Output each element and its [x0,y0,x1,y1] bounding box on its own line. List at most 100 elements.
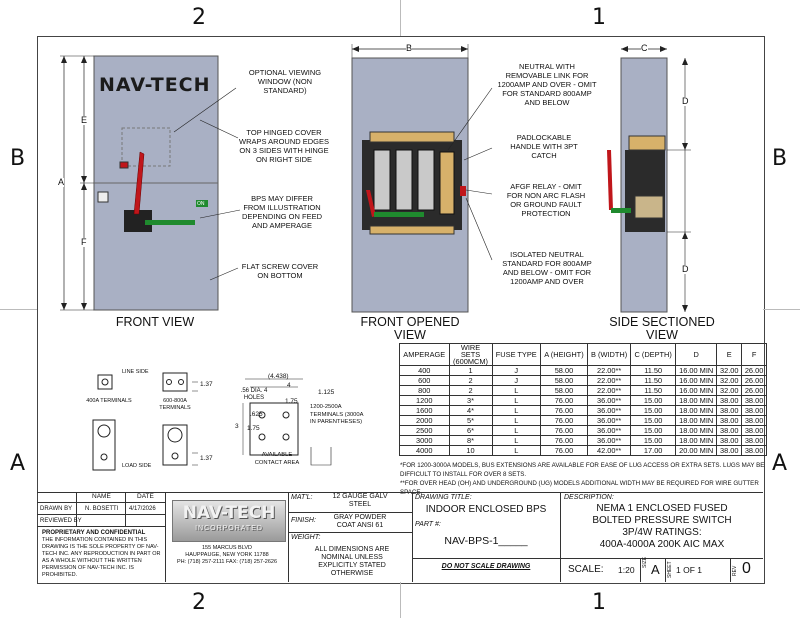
contact-terminals-note: 1200-2500A TERMINALS (3000A IN PARENTHES… [310,404,364,425]
col-d: D [675,343,718,366]
table-cell: 32.00 [716,365,743,376]
col-width: B (WIDTH) [586,343,632,366]
table-cell: 38.00 [741,425,767,436]
tb-divider-2 [288,492,289,582]
tb-size: A [651,562,660,577]
table-cell: 18.00 MIN [675,395,718,406]
zone-label-left-a: A [10,451,26,476]
tb-rev-label: REV [732,565,738,576]
dim-label-a: A [58,177,65,187]
terminal-details-drawing [92,372,332,471]
tb-part-number: NAV-BPS-1_____ [444,535,528,547]
callout-viewing-window: OPTIONAL VIEWING WINDOW (NON STANDARD) [248,68,322,95]
table-cell: 18.00 MIN [675,435,718,446]
col-height: A (HEIGHT) [540,343,588,366]
tb-sheet-label: SHEET [667,561,673,578]
push-button [97,191,109,203]
fuse-2 [395,149,413,211]
table-cell: 38.00 [716,435,743,446]
tb-weight-label: WEIGHT: [291,534,321,541]
table-header-row: AMPERAGE WIRE SETS (600MCM) FUSE TYPE A … [399,343,767,366]
tb-desc-line-3: 3P/4W RATINGS: [622,527,702,538]
tb-proprietary-text: THE INFORMATION CONTAINED IN THIS DRAWIN… [42,537,161,578]
zone-label-top-2: 2 [192,5,206,30]
zone-label-right-a: A [772,451,788,476]
col-f: F [741,343,767,366]
table-cell: 38.00 [741,445,767,456]
title-block-logo: NAV-TECH INCORPORATED [172,500,286,542]
tb-sheet-sep [665,559,666,582]
zone-label-right-b: B [772,146,788,171]
tb-sheet: 1 OF 1 [676,565,702,575]
table-cell: 36.00** [586,435,632,446]
tb-description-label: DESCRIPTION: [564,494,614,501]
table-cell: 2 [448,385,493,396]
callout-bps-differ: BPS MAY DIFFER FROM ILLUSTRATION DEPENDI… [241,194,322,230]
tb-dims-note: ALL DIMENSIONS ARE NOMINAL UNLESS EXPLIC… [314,546,390,577]
ratings-table: AMPERAGE WIRE SETS (600MCM) FUSE TYPE A … [399,343,767,456]
tb-size-label: SIZE [642,556,648,568]
table-cell: 17.00 [630,445,677,456]
line-side-label: LINE SIDE [122,369,149,375]
tb-scale: 1:20 [618,565,635,575]
on-label: ON [197,201,205,207]
terminal-400a-top [97,374,113,390]
side-green-handle [611,208,631,213]
table-cell: 1600 [399,405,450,416]
zone-label-bottom-1: 1 [592,590,606,615]
fuse-3 [417,149,435,211]
dim-175-horizontal: 1.75 [285,398,298,405]
table-cell: 26.00 [741,365,767,376]
terminal-400a-label: 400A TERMINALS [86,398,132,404]
neutral-bus [439,151,455,215]
table-cell: 76.00 [540,395,588,406]
table-cell: 18.00 MIN [675,415,718,426]
dim-137-bottom: 1.37 [200,455,213,462]
tb-matl-label: MAT'L: [291,494,313,501]
table-cell: J [491,375,541,386]
red-handle-lever [133,151,145,215]
dim-label-e: E [81,115,88,125]
front-view-drawing [60,55,241,311]
logo-sub-text: INCORPORATED [195,525,263,532]
tb-drawing-title-label: DRAWING TITLE: [415,494,472,501]
table-cell: 18.00 MIN [675,425,718,436]
logo-main-text: NAV-TECH [182,503,276,523]
table-cell: 600 [399,375,450,386]
col-amperage: AMPERAGE [399,343,450,366]
table-cell: 76.00 [540,445,588,456]
table-cell: 10 [448,445,493,456]
side-view-title: SIDE SECTIONED VIEW [609,315,715,342]
table-cell: 20.00 MIN [675,445,718,456]
tb-divider-1 [165,492,166,582]
table-cell: 36.00** [586,415,632,426]
table-cell: 15.00 [630,425,677,436]
table-cell: 2000 [399,415,450,426]
table-cell: L [491,395,541,406]
table-cell: 38.00 [716,425,743,436]
terminal-400a-bottom [92,419,116,471]
tb-scale-label: SCALE: [568,564,604,575]
table-cell: 76.00 [540,415,588,426]
table-cell: 36.00** [586,405,632,416]
tb-desc-line-1: NEMA 1 ENCLOSED FUSED [596,503,728,514]
dim-label-b: B [406,43,413,53]
table-cell: 3* [448,395,493,406]
afgf-relay [460,186,466,196]
tb-rev-sep [730,559,731,582]
dim-label-f: F [81,237,87,247]
dim-label-d-upper: D [682,96,689,106]
table-note-bus: *FOR 1200-3000A MODELS, BUS EXTENSIONS A… [400,462,765,478]
dim-137-top: 1.37 [200,381,213,388]
opened-red-handle [366,190,376,217]
terminal-600-top [162,372,188,392]
dim-label-c: C [641,43,648,53]
table-cell: 76.00 [540,405,588,416]
table-cell: 22.00** [586,365,632,376]
zone-label-bottom-2: 2 [192,590,206,615]
contact-plate [249,402,299,456]
